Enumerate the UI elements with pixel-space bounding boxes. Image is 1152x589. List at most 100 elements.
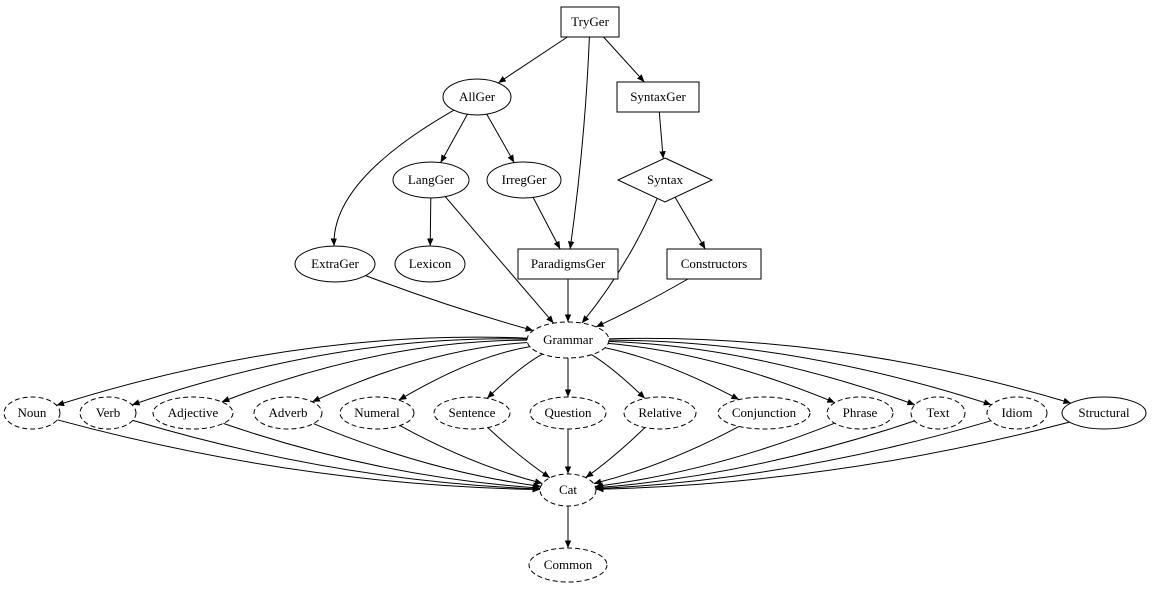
node-label-lexicon: Lexicon bbox=[409, 256, 452, 271]
node-label-paradigmsger: ParadigmsGer bbox=[531, 256, 606, 271]
node-label-syntax: Syntax bbox=[647, 172, 684, 187]
syntaxger-shape bbox=[616, 81, 700, 113]
numeral-shape bbox=[339, 396, 415, 430]
node-label-relative: Relative bbox=[638, 405, 682, 420]
node-label-structural: Structural bbox=[1078, 405, 1130, 420]
idiom-shape bbox=[986, 396, 1048, 430]
edge-grammar-to-conjunction bbox=[604, 347, 740, 401]
node-tryger: TryGer bbox=[560, 6, 620, 38]
node-langger: LangGer bbox=[392, 161, 470, 199]
edge-phrase-to-cat bbox=[595, 422, 835, 489]
node-label-cat: Cat bbox=[559, 482, 577, 497]
node-constructors: Constructors bbox=[666, 248, 762, 280]
edge-irregger-to-paradigmsger bbox=[532, 197, 561, 250]
edge-numeral-to-cat bbox=[399, 425, 543, 485]
edge-allger-to-irregger bbox=[486, 113, 515, 163]
node-label-adverb: Adverb bbox=[269, 405, 308, 420]
paradigmsger-shape bbox=[517, 248, 619, 280]
node-label-conjunction: Conjunction bbox=[732, 405, 797, 420]
node-noun: Noun bbox=[3, 396, 61, 430]
common-shape bbox=[528, 547, 608, 583]
edge-grammar-to-sentence bbox=[486, 353, 543, 399]
edge-tryger-to-allger bbox=[497, 36, 568, 84]
irregger-shape bbox=[486, 161, 562, 199]
node-grammar: Grammar bbox=[526, 321, 610, 359]
question-shape bbox=[529, 396, 607, 430]
node-relative: Relative bbox=[623, 396, 697, 430]
edge-grammar-to-adjective bbox=[221, 339, 528, 403]
sentence-shape bbox=[433, 396, 511, 430]
node-phrase: Phrase bbox=[826, 396, 894, 430]
node-label-sentence: Sentence bbox=[449, 405, 496, 420]
conjunction-shape bbox=[717, 396, 811, 430]
node-label-idiom: Idiom bbox=[1001, 405, 1032, 420]
node-label-langger: LangGer bbox=[408, 172, 455, 187]
edge-constructors-to-grammar bbox=[595, 278, 689, 328]
cat-shape bbox=[539, 473, 597, 507]
edge-grammar-to-adverb bbox=[312, 342, 528, 403]
edge-structural-to-cat bbox=[595, 421, 1070, 493]
edge-langger-to-lexicon bbox=[427, 197, 434, 247]
node-common: Common bbox=[528, 547, 608, 583]
node-label-allger: AllGer bbox=[459, 89, 496, 104]
node-label-phrase: Phrase bbox=[843, 405, 878, 420]
node-label-numeral: Numeral bbox=[354, 405, 400, 420]
edge-extrager-to-grammar bbox=[365, 275, 534, 332]
syntax-shape bbox=[616, 157, 714, 203]
edge-grammar-to-structural bbox=[608, 337, 1072, 404]
edge-syntaxger-to-syntax bbox=[658, 111, 666, 159]
node-label-tryger: TryGer bbox=[571, 14, 609, 29]
edge-sentence-to-cat bbox=[487, 427, 551, 479]
edge-grammar-to-numeral bbox=[398, 346, 530, 401]
edge-allger-to-langger bbox=[440, 114, 468, 163]
node-label-constructors: Constructors bbox=[681, 256, 747, 271]
extrager-shape bbox=[294, 245, 376, 283]
edge-text-to-cat bbox=[595, 420, 915, 491]
edge-syntax-to-constructors bbox=[674, 197, 706, 250]
edge-layer bbox=[56, 36, 1072, 548]
node-paradigmsger: ParadigmsGer bbox=[517, 248, 619, 280]
node-label-grammar: Grammar bbox=[543, 332, 593, 347]
node-syntax: Syntax bbox=[616, 157, 714, 203]
node-irregger: IrregGer bbox=[486, 161, 562, 199]
node-label-common: Common bbox=[544, 557, 593, 572]
node-question: Question bbox=[529, 396, 607, 430]
phrase-shape bbox=[826, 396, 894, 430]
edge-adverb-to-cat bbox=[313, 423, 541, 489]
edge-relative-to-cat bbox=[585, 427, 646, 479]
node-adverb: Adverb bbox=[253, 396, 323, 430]
tryger-shape bbox=[560, 6, 620, 38]
node-label-question: Question bbox=[545, 405, 592, 420]
edge-grammar-to-noun bbox=[56, 336, 528, 407]
node-label-irregger: IrregGer bbox=[502, 172, 547, 187]
relative-shape bbox=[623, 396, 697, 430]
edge-idiom-to-cat bbox=[595, 420, 991, 492]
edge-grammar-to-idiom bbox=[608, 339, 992, 406]
edge-conjunction-to-cat bbox=[593, 425, 740, 485]
node-sentence: Sentence bbox=[433, 396, 511, 430]
edge-allger-to-extrager bbox=[330, 109, 455, 247]
edge-grammar-to-relative bbox=[591, 354, 646, 399]
text-shape bbox=[910, 396, 966, 430]
node-lexicon: Lexicon bbox=[394, 245, 466, 283]
allger-shape bbox=[442, 78, 512, 116]
node-text: Text bbox=[910, 396, 966, 430]
node-syntaxger: SyntaxGer bbox=[616, 81, 700, 113]
node-label-text: Text bbox=[927, 405, 950, 420]
node-verb: Verb bbox=[79, 396, 137, 430]
node-label-adjective: Adjective bbox=[168, 405, 219, 420]
node-allger: AllGer bbox=[442, 78, 512, 116]
node-extrager: ExtraGer bbox=[294, 245, 376, 283]
node-label-extrager: ExtraGer bbox=[311, 256, 359, 271]
node-label-syntaxger: SyntaxGer bbox=[630, 89, 686, 104]
edge-syntax-to-grammar bbox=[581, 198, 658, 324]
grammar-shape bbox=[526, 321, 610, 359]
verb-shape bbox=[79, 396, 137, 430]
node-label-verb: Verb bbox=[96, 405, 121, 420]
noun-shape bbox=[3, 396, 61, 430]
node-numeral: Numeral bbox=[339, 396, 415, 430]
lexicon-shape bbox=[394, 245, 466, 283]
